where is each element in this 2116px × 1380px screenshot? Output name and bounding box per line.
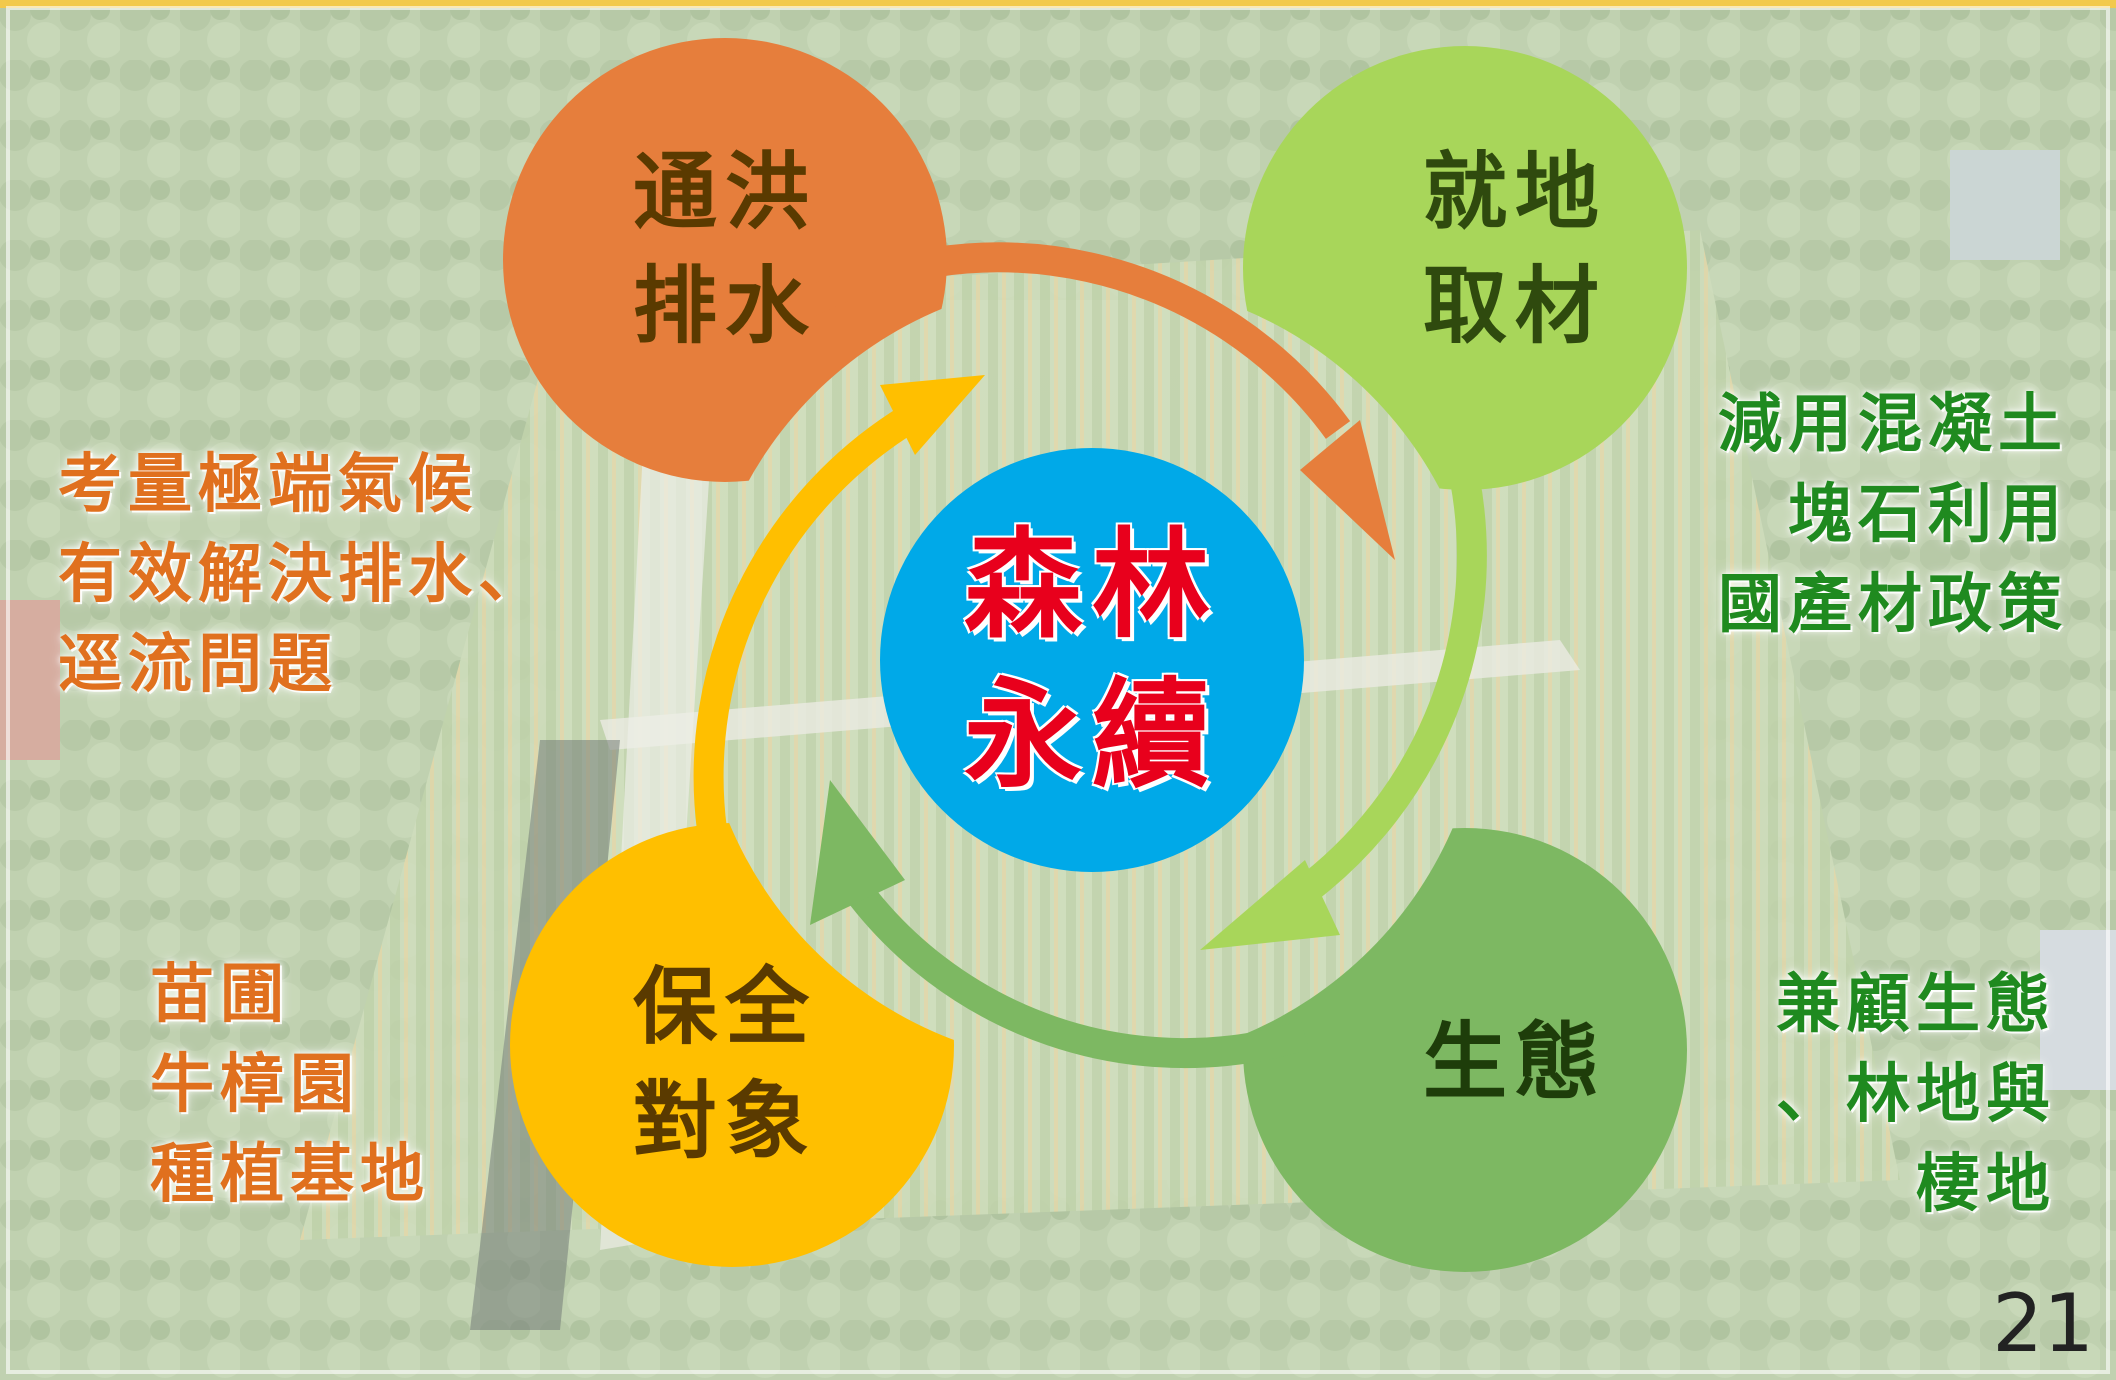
center-line1: 森林 bbox=[963, 516, 1220, 654]
center-label: 森林 永續 bbox=[912, 510, 1272, 810]
arrow-light-green bbox=[1276, 477, 1487, 918]
arrow-mid-green bbox=[837, 871, 1310, 1069]
center-circle bbox=[880, 448, 1304, 872]
note-bottom-right-line1: 兼顧生態 bbox=[1776, 968, 2056, 1042]
arrow-orange-head bbox=[1300, 420, 1395, 560]
note-bottom-left-line2: 牛樟園 bbox=[150, 1048, 360, 1122]
petal-drainage-line2: 排水 bbox=[632, 257, 817, 355]
note-bottom-right: 兼顧生態 、林地與 棲地 bbox=[1776, 960, 2056, 1230]
arrow-mid-green-head bbox=[810, 780, 905, 925]
note-bottom-right-line3: 棲地 bbox=[1916, 1148, 2056, 1222]
center-line2: 永續 bbox=[963, 666, 1220, 804]
note-top-left-line3: 逕流問題 bbox=[58, 628, 338, 702]
petal-ecology bbox=[1243, 828, 1687, 1272]
petal-protection-line2: 對象 bbox=[632, 1072, 817, 1170]
note-top-right-line2: 塊石利用 bbox=[1788, 478, 2068, 552]
petal-local-material-label: 就地 取材 bbox=[1395, 135, 1635, 363]
petal-ecology-line1: 生態 bbox=[1422, 1013, 1607, 1111]
arrow-orange bbox=[787, 242, 1351, 439]
page-number: 21 bbox=[1992, 1277, 2094, 1370]
petal-drainage-line1: 通洪 bbox=[632, 143, 817, 241]
note-top-right-line1: 減用混凝土 bbox=[1718, 388, 2068, 462]
note-top-right: 減用混凝土 塊石利用 國產材政策 bbox=[1718, 380, 2068, 650]
note-top-left-line1: 考量極端氣候 bbox=[58, 448, 478, 522]
note-bottom-right-line2: 、林地與 bbox=[1776, 1058, 2056, 1132]
note-top-left-line2: 有效解決排水、 bbox=[58, 538, 548, 612]
petal-local-material-line1: 就地 bbox=[1422, 143, 1607, 241]
note-bottom-left: 苗圃 牛樟園 種植基地 bbox=[150, 950, 430, 1220]
petal-local-material bbox=[1243, 46, 1687, 490]
note-bottom-left-line1: 苗圃 bbox=[150, 958, 290, 1032]
arrow-light-green-head bbox=[1200, 860, 1340, 950]
note-bottom-left-line3: 種植基地 bbox=[150, 1138, 430, 1212]
petal-protection-label: 保全 對象 bbox=[605, 950, 845, 1178]
petal-ecology-label: 生態 bbox=[1395, 1005, 1635, 1119]
note-top-left: 考量極端氣候 有效解決排水、 逕流問題 bbox=[58, 440, 548, 710]
petal-drainage bbox=[503, 38, 947, 482]
petal-protection-line1: 保全 bbox=[632, 958, 817, 1056]
arrow-yellow-head bbox=[880, 375, 985, 455]
note-top-right-line3: 國產材政策 bbox=[1718, 568, 2068, 642]
arrow-yellow bbox=[693, 402, 923, 832]
petal-drainage-label: 通洪 排水 bbox=[605, 135, 845, 363]
petal-protection bbox=[510, 823, 954, 1267]
petal-local-material-line2: 取材 bbox=[1422, 257, 1607, 355]
